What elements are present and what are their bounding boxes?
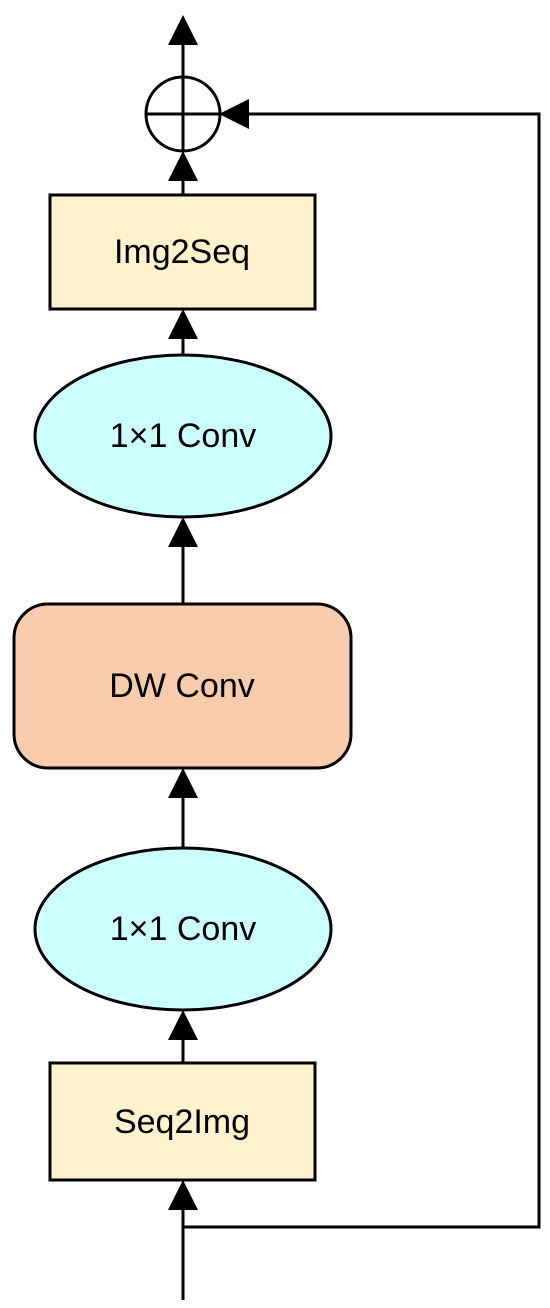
dw-conv-label: DW Conv bbox=[109, 667, 254, 705]
seq2img-box bbox=[48, 1061, 317, 1182]
conv1x1-bottom-label: 1×1 Conv bbox=[110, 910, 257, 948]
img2seq-node: Img2Seq bbox=[48, 193, 317, 311]
seq2img-node: Seq2Img bbox=[48, 1061, 317, 1182]
conv1x1-top-node: 1×1 Conv bbox=[33, 353, 333, 519]
seq2img-label: Seq2Img bbox=[114, 1103, 250, 1141]
img2seq-box bbox=[48, 193, 317, 311]
dw-conv-node: DW Conv bbox=[12, 602, 353, 770]
conv1x1-top-label: 1×1 Conv bbox=[110, 417, 257, 455]
img2seq-label: Img2Seq bbox=[114, 233, 250, 271]
skip-connection bbox=[183, 99, 541, 1229]
add-node bbox=[144, 75, 222, 153]
conv1x1-bottom-node: 1×1 Conv bbox=[33, 846, 333, 1012]
